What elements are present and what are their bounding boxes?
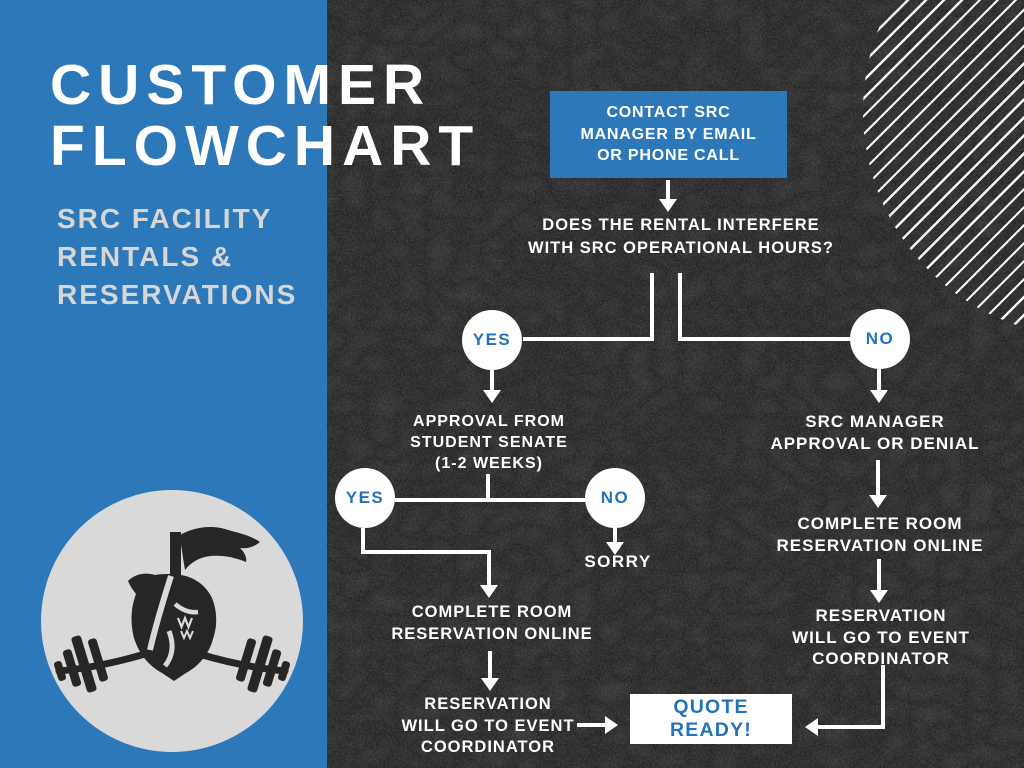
decision2-yes-label: YES bbox=[345, 488, 385, 507]
node-question-operational-hours: DOES THE RENTAL INTERFERE WITH SRC OPERA… bbox=[528, 216, 834, 257]
page-title: CUSTOMER FLOWCHART bbox=[50, 53, 481, 178]
decision1-no-circle: NO bbox=[850, 309, 910, 369]
node-contact-src-manager-label: CONTACT SRC MANAGER BY EMAIL OR PHONE CA… bbox=[580, 104, 757, 165]
node-quote-ready: QUOTE READY! bbox=[630, 694, 792, 744]
node-student-senate-approval: APPROVAL FROM STUDENT SENATE (1-2 WEEKS) bbox=[410, 413, 568, 472]
node-complete-room-reservation-left: COMPLETE ROOM RESERVATION ONLINE bbox=[391, 603, 593, 643]
node-event-coordinator-left: RESERVATION WILL GO TO EVENT COORDINATOR bbox=[401, 695, 575, 756]
decision2-no-label: NO bbox=[600, 488, 630, 507]
node-sorry: SORRY bbox=[584, 552, 652, 571]
decision2-yes-circle: YES bbox=[335, 468, 395, 528]
page-subtitle: SRC FACILITY RENTALS & RESERVATIONS bbox=[57, 203, 298, 310]
decision1-no-label: NO bbox=[865, 329, 895, 348]
node-quote-ready-label: QUOTE READY! bbox=[670, 696, 752, 741]
knight-helmet-barbell-icon bbox=[41, 490, 303, 752]
decision2-no-circle: NO bbox=[585, 468, 645, 528]
node-src-manager-approval: SRC MANAGER APPROVAL OR DENIAL bbox=[770, 412, 980, 453]
node-complete-room-reservation-right: COMPLETE ROOM RESERVATION ONLINE bbox=[776, 514, 984, 555]
decision1-yes-circle: YES bbox=[462, 310, 522, 370]
node-contact-src-manager: CONTACT SRC MANAGER BY EMAIL OR PHONE CA… bbox=[550, 91, 787, 178]
node-event-coordinator-right: RESERVATION WILL GO TO EVENT COORDINATOR bbox=[792, 606, 970, 668]
decision1-yes-label: YES bbox=[472, 330, 512, 349]
